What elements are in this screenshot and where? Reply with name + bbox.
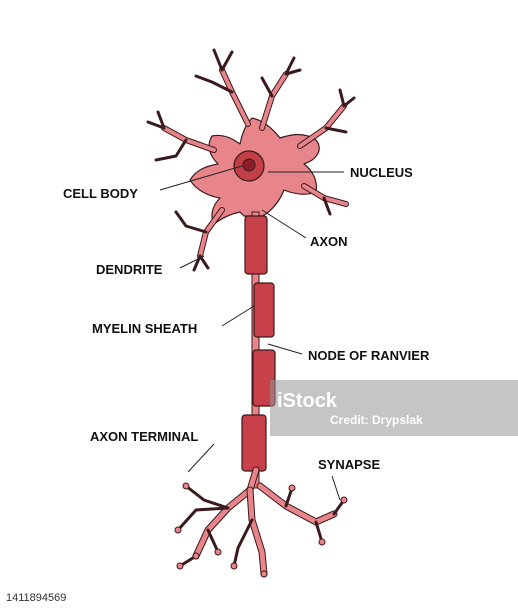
label-dendrite: DENDRITE xyxy=(96,262,163,277)
myelin-segment xyxy=(244,215,268,275)
myelin-segment xyxy=(253,282,275,338)
label-axon: AXON xyxy=(310,234,348,249)
myelin-segments xyxy=(241,215,276,472)
watermark-logo: iStock xyxy=(277,390,338,412)
watermark-banner xyxy=(270,380,518,436)
myelin-segment xyxy=(252,349,276,407)
axon-terminals xyxy=(174,466,348,578)
myelin-segment xyxy=(241,414,267,472)
label-nucleus: NUCLEUS xyxy=(350,165,413,180)
leader-lines xyxy=(159,165,344,501)
watermark-credit: Credit: Drypslak xyxy=(330,413,423,427)
label-synapse: SYNAPSE xyxy=(318,457,380,472)
label-node-of-ranvier: NODE OF RANVIER xyxy=(308,348,430,363)
label-myelin-sheath: MYELIN SHEATH xyxy=(92,321,197,336)
label-cell-body: CELL BODY xyxy=(63,186,138,201)
label-axon-terminal: AXON TERMINAL xyxy=(90,429,198,444)
stock-id: 1411894569 xyxy=(6,592,67,604)
dendrites xyxy=(146,48,356,272)
nucleus-inner xyxy=(242,158,256,172)
